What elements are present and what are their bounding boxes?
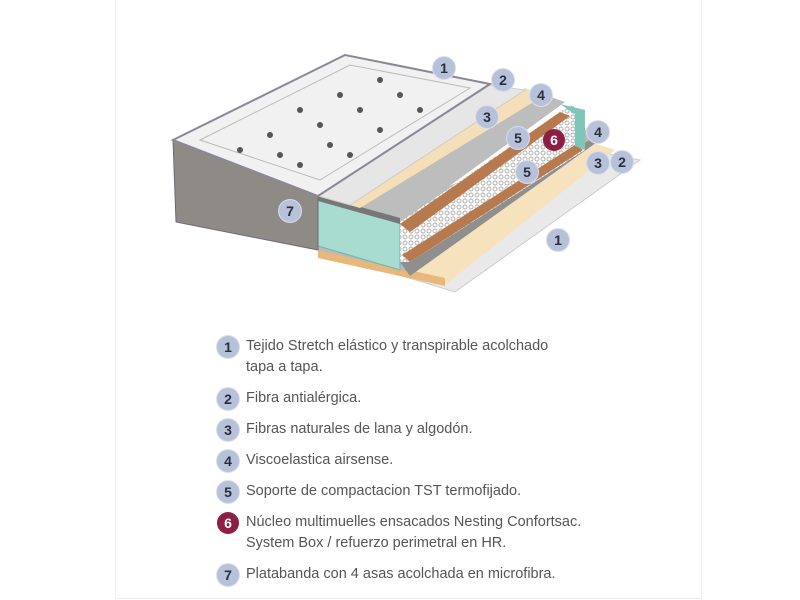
legend-badge: 7 (217, 564, 239, 586)
diagram-label-5-bottom: 5 (516, 161, 538, 183)
legend-text: Tejido Stretch elástico y transpirable a… (246, 338, 549, 354)
legend-badge: 2 (217, 388, 239, 410)
legend-item-6: 6 Núcleo multimuelles ensacados Nesting … (217, 512, 637, 554)
legend-text: tapa a tapa. (246, 359, 323, 375)
legend-badge: 3 (217, 419, 239, 441)
product-card (115, 0, 702, 599)
diagram-label-4-bottom: 4 (587, 121, 609, 143)
spring-core (400, 105, 585, 262)
diagram-label-7: 7 (279, 200, 301, 222)
layer-legend: 1 Tejido Stretch elástico y transpirable… (217, 336, 637, 586)
legend-text: Viscoelastica airsense. (246, 452, 394, 468)
legend-item-4: 4 Viscoelastica airsense. (217, 450, 637, 472)
legend-item-2: 2 Fibra antialérgica. (217, 388, 637, 410)
quilted-top-border (198, 64, 472, 181)
diagram-label-3-top: 3 (476, 106, 498, 128)
legend-text: Platabanda con 4 asas acolchada en micro… (246, 566, 556, 582)
diagram-label-3-bottom: 3 (587, 152, 609, 174)
diagram-label-1-bottom: 1 (547, 229, 569, 251)
diagram-label-2-top: 2 (492, 69, 514, 91)
legend-badge: 6 (217, 512, 239, 534)
legend-badge: 4 (217, 450, 239, 472)
legend-badge: 1 (217, 336, 239, 358)
legend-text: Núcleo multimuelles ensacados Nesting Co… (246, 514, 582, 530)
diagram-label-6: 6 (543, 129, 565, 151)
diagram-label-4-top: 4 (530, 84, 552, 106)
quilted-top-surface (170, 53, 493, 198)
legend-text: Soporte de compactacion TST termofijado. (246, 483, 522, 499)
bottom-fiber-edge (318, 250, 445, 286)
diagram-label-2-bottom: 2 (611, 151, 633, 173)
legend-text: Fibra antialérgica. (246, 390, 362, 406)
diagram-label-1-top: 1 (433, 57, 455, 79)
legend-text: System Box / refuerzo perimetral en HR. (246, 535, 507, 551)
legend-item-5: 5 Soporte de compactacion TST termofijad… (217, 481, 637, 503)
legend-item-1: 1 Tejido Stretch elástico y transpirable… (217, 336, 637, 378)
legend-badge: 5 (217, 481, 239, 503)
legend-text: Fibras naturales de lana y algodón. (246, 421, 473, 437)
legend-item-7: 7 Platabanda con 4 asas acolchada en mic… (217, 564, 637, 586)
hr-perimeter-block-far (560, 104, 585, 150)
quilting-tufts (237, 77, 423, 168)
diagram-label-5-top: 5 (507, 127, 529, 149)
legend-item-3: 3 Fibras naturales de lana y algodón. (217, 419, 637, 441)
